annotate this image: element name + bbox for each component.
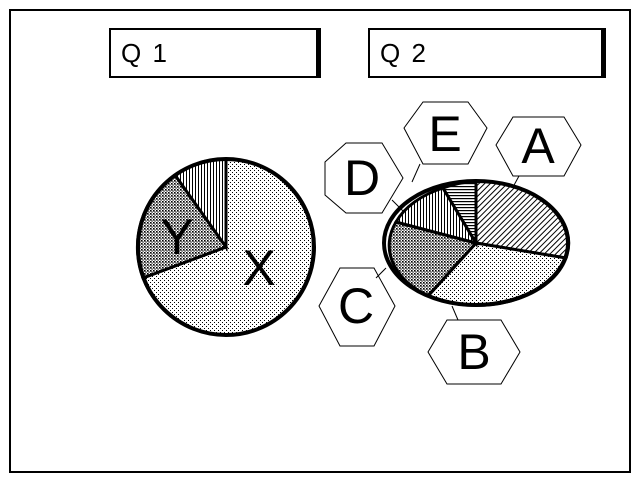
pie-label-x: X — [242, 240, 275, 296]
callout-label-b: B — [457, 324, 490, 380]
callout-label-a: A — [521, 118, 555, 174]
right-pie — [382, 179, 571, 307]
callout-label-d: D — [344, 150, 380, 206]
callout-b: B — [427, 305, 521, 385]
callout-a: A — [495, 116, 582, 188]
left-pie: X Y — [135, 157, 316, 337]
q1-label: Q 1 — [121, 38, 169, 68]
callout-label-e: E — [428, 106, 461, 162]
pie-label-y: Y — [160, 209, 193, 265]
q2-label: Q 2 — [380, 38, 428, 68]
callout-e: E — [403, 101, 488, 183]
q2-label-box: Q 2 — [368, 28, 606, 78]
callout-d: D — [324, 142, 405, 214]
q1-label-box: Q 1 — [109, 28, 321, 78]
callout-c: C — [318, 267, 396, 347]
callout-label-c: C — [338, 278, 374, 334]
